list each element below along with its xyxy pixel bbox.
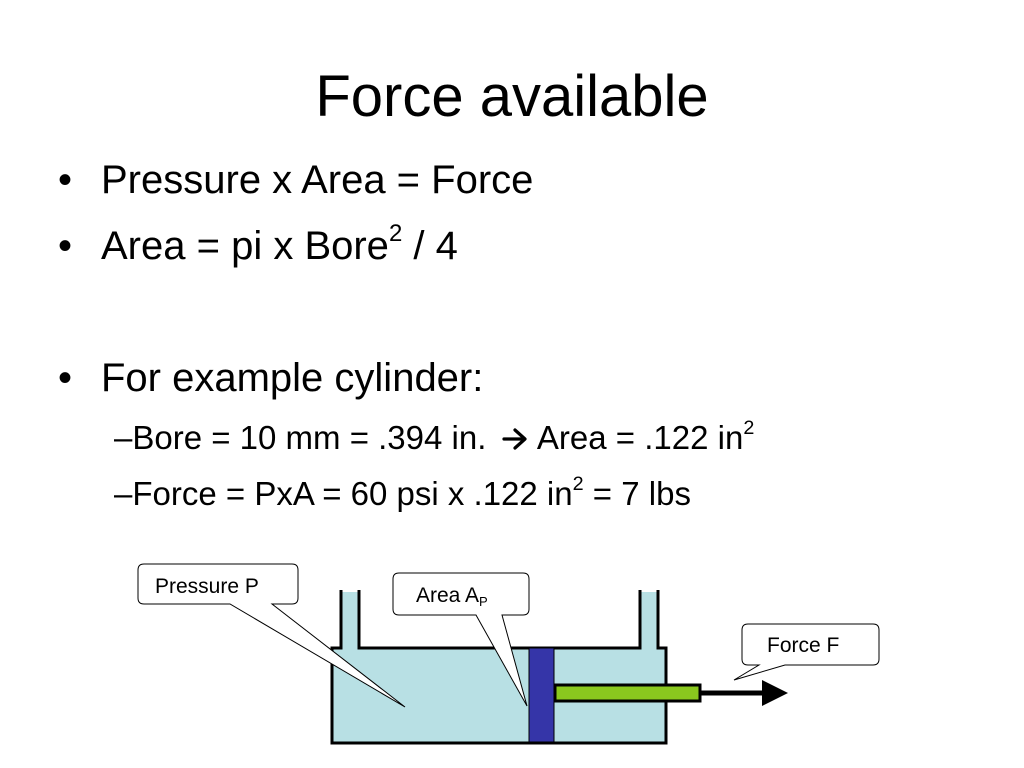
sub-bullet-marker: – [114,475,133,512]
force-callout [733,623,880,681]
sub-bullet-force: –Force = PxA = 60 psi x .122 in2 = 7 lbs [114,473,691,519]
force-arrow-head [762,680,788,706]
pressure-label: Pressure P [155,575,259,598]
sub-bullet-text: Force = PxA = 60 psi x .122 in [132,475,573,512]
area-label-text: Area A [416,584,480,607]
fluid-right-port [640,592,658,650]
cylinder-outline [330,590,668,745]
area-label-subscript: P [479,593,488,609]
fluid-left-port [341,592,359,650]
slide-title: Force available [315,64,709,129]
bullet-text: Pressure x Area = Force [101,158,534,202]
sub-bullet-text-after: = 7 lbs [583,475,691,512]
bullet-marker: • [58,158,73,202]
area-formula-rest: / 4 [402,224,458,268]
bullet-marker: • [58,356,73,400]
right-arrow-icon [501,428,527,450]
area-formula-text: Area = pi x Bore [101,224,389,268]
area-callout [392,572,530,707]
superscript: 2 [388,220,403,247]
piston-rod [553,683,702,703]
sub-bullet-marker: – [114,419,133,456]
pressure-callout [137,563,406,708]
superscript: 2 [743,417,755,440]
sub-bullet-text: Bore = 10 mm = .394 in. [132,419,487,456]
bullet-text: Area = pi x Bore2 / 4 [101,220,458,276]
superscript: 2 [572,473,584,496]
piston [528,647,555,743]
sub-bullet-text-after: Area = .122 in [529,419,744,456]
sub-bullet-bore: –Bore = 10 mm = .394 in. Area = .122 in2 [114,417,755,463]
force-label: Force F [767,634,840,657]
area-label: Area AP [416,584,488,610]
bullet-marker: • [58,224,73,268]
bullet-text: For example cylinder: [101,356,484,400]
